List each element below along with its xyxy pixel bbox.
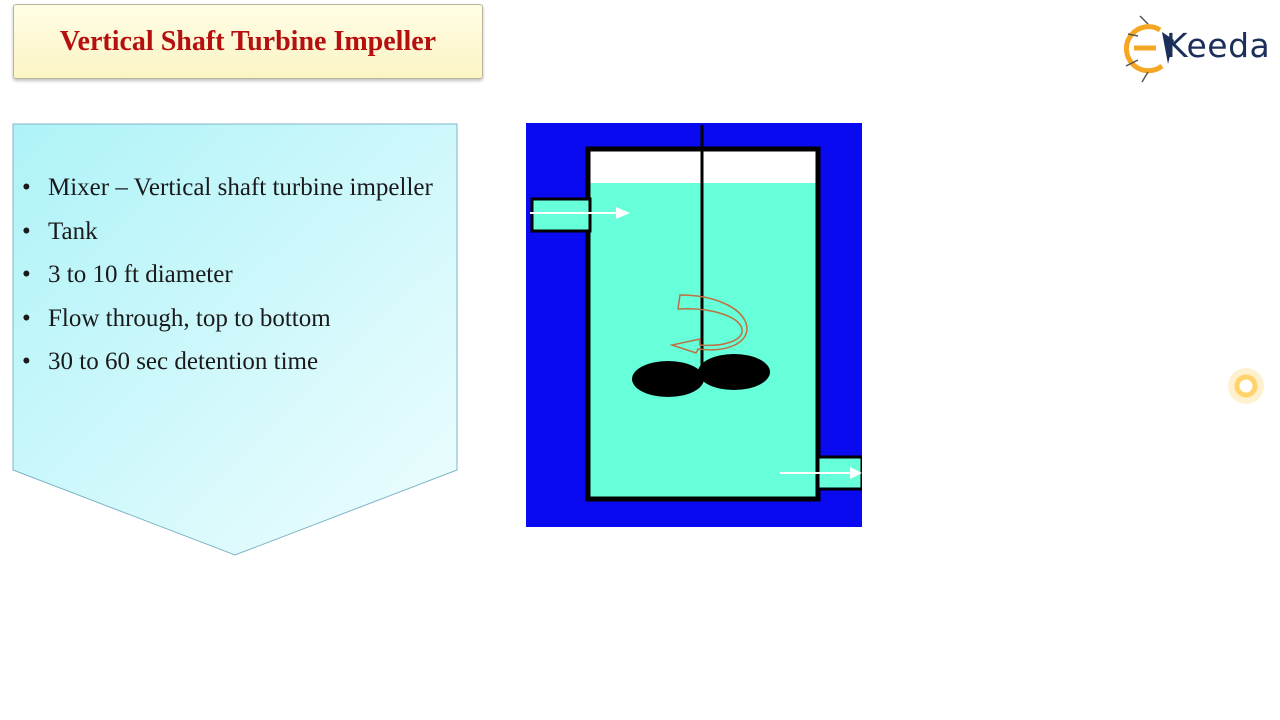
ekeeda-logo-icon <box>1123 15 1174 83</box>
impeller-blade-right <box>698 354 770 390</box>
bullet-item: 3 to 10 ft diameter <box>22 253 442 297</box>
tank-diagram <box>526 123 862 527</box>
outlet-arrowhead <box>850 467 862 479</box>
slide-title: Vertical Shaft Turbine Impeller <box>59 25 437 57</box>
inlet-pipe <box>530 197 592 233</box>
slide-title-box: Vertical Shaft Turbine Impeller <box>13 4 483 79</box>
cursor-highlight-icon <box>1228 368 1264 404</box>
bullet-item: Tank <box>22 210 442 254</box>
bullet-list: Mixer – Vertical shaft turbine impeller … <box>22 166 442 384</box>
impeller-blade-left <box>632 361 704 397</box>
logo-text: Keeda <box>1166 26 1271 65</box>
bullet-item: Mixer – Vertical shaft turbine impeller <box>22 166 442 210</box>
bullet-item: 30 to 60 sec detention time <box>22 340 442 384</box>
logo: Keeda <box>1122 10 1272 86</box>
inlet-arrowhead <box>616 207 630 219</box>
rotation-arrow-icon <box>669 294 748 354</box>
bullet-item: Flow through, top to bottom <box>22 297 442 341</box>
